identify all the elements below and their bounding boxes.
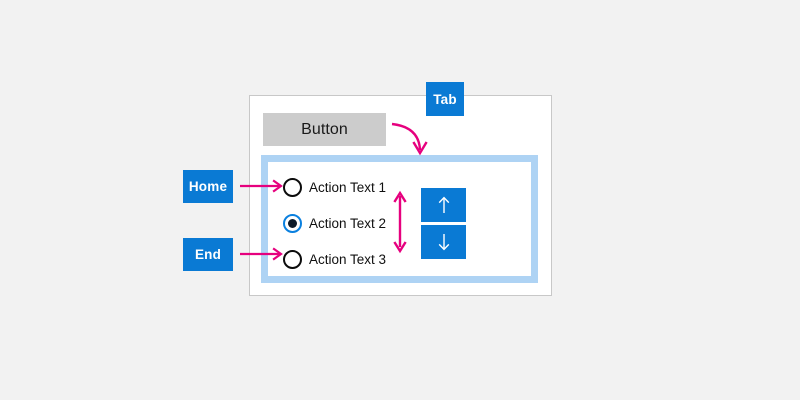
radio-option-3[interactable]: Action Text 3 [283,244,393,274]
keycap-tab-label: Tab [433,91,457,107]
radio-option-2-label: Action Text 2 [309,215,387,231]
arrow-down-button[interactable] [421,225,466,259]
radio-option-1[interactable]: Action Text 1 [283,172,393,202]
keycap-home-label: Home [188,179,228,194]
radio-unchecked-icon[interactable] [283,249,302,269]
radio-option-1-label: Action Text 1 [309,179,387,195]
arrow-up-button[interactable] [421,188,466,222]
radio-option-2[interactable]: Action Text 2 [283,208,393,238]
arrow-down-icon [438,234,449,251]
keycap-tab: Tab [426,82,464,116]
button-label: Button [301,120,348,138]
radio-unchecked-icon[interactable] [283,177,302,197]
arrow-up-icon [438,196,449,213]
spin-button-group [421,188,466,259]
keycap-home: Home [183,170,233,203]
keycap-end-label: End [194,247,222,262]
button[interactable]: Button [263,113,386,146]
radio-option-3-label: Action Text 3 [309,251,387,267]
radio-group: Action Text 1 Action Text 2 Action Text … [283,172,393,280]
keycap-end: End [183,238,233,271]
radio-checked-icon[interactable] [283,213,302,233]
